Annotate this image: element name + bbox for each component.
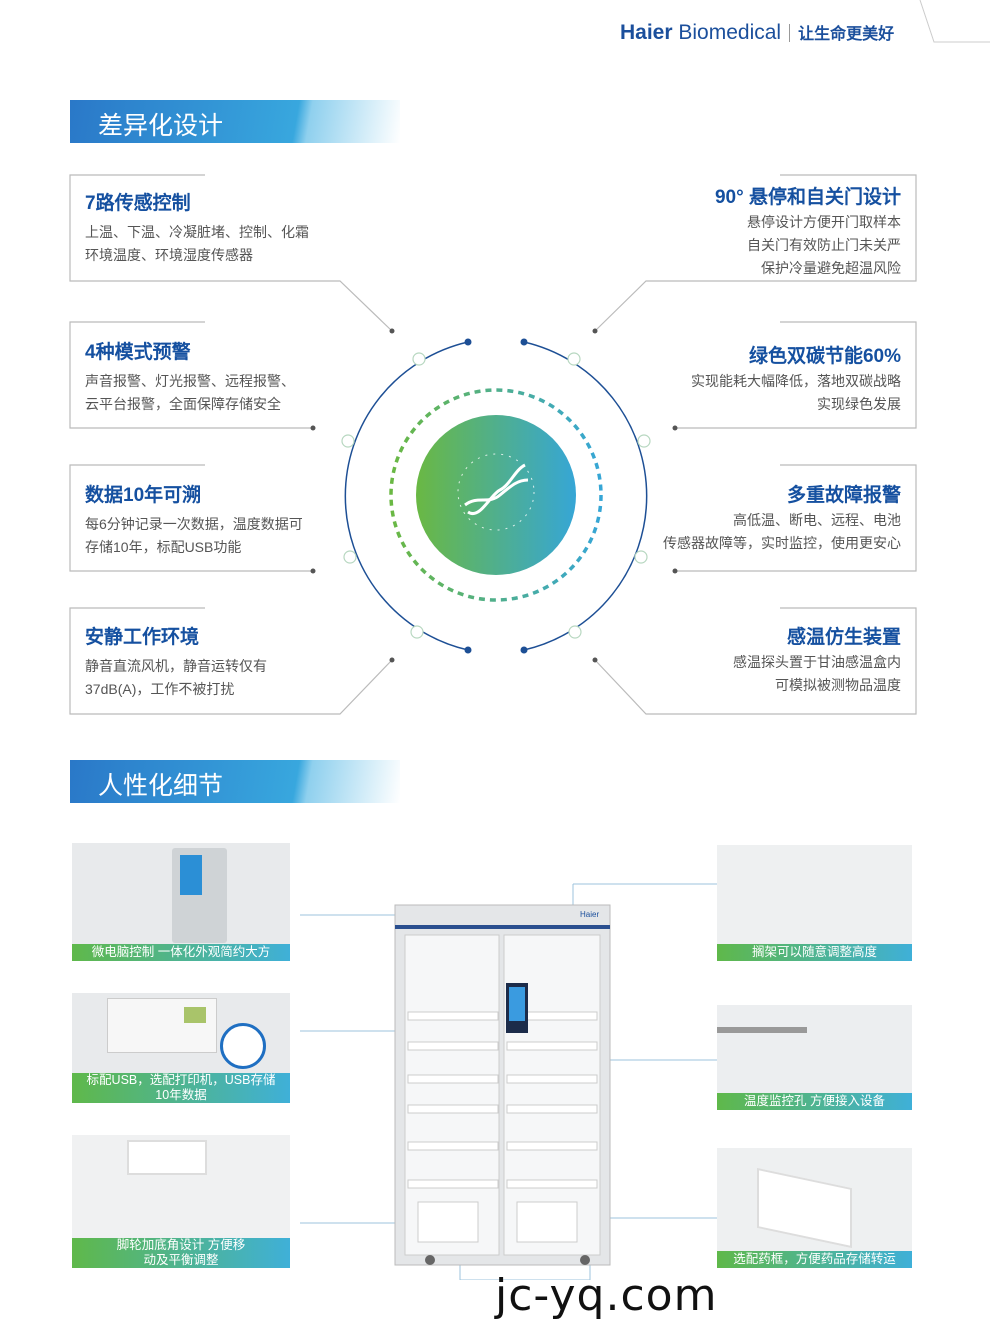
svg-text:Haier: Haier: [580, 910, 599, 919]
feature-card-alarm-modes: 4种模式预警声音报警、灯光报警、远程报警、云平台报警，全面保障存储安全: [85, 342, 295, 412]
feature-card-door: 90° 悬停和自关门设计悬停设计方便开门取样本自关门有效防止门未关严保护冷量避免…: [714, 187, 901, 276]
feature-card-fault-alarm: 多重故障报警高低温、断电、远程、电池传感器故障等，实时监控，使用更安心: [663, 485, 901, 551]
detail-panel-basket: 选配药框，方便药品存储转运: [717, 1148, 912, 1268]
corner-decoration: [919, 0, 990, 43]
feature-connectors: [69, 174, 917, 715]
detail-panel-monitor-hole: 温度监控孔 方便接入设备: [717, 1005, 912, 1110]
feature-card-probe: 感温仿生装置感温探头置于甘油感温盒内可模拟被测物品温度: [733, 627, 901, 693]
detail-panel-usb: 标配USB，选配打印机，USB存储 10年数据: [72, 993, 290, 1103]
dna-icon: [457, 453, 535, 531]
detail-panel-controller: 微电脑控制 一体化外观简约大方: [72, 843, 290, 961]
feature-card-energy: 绿色双碳节能60%实现能耗大幅降低，落地双碳战略实现绿色发展: [691, 346, 901, 412]
usb-icon: [220, 1023, 266, 1069]
section-header-design: 差异化设计: [70, 100, 400, 143]
section-header-details: 人性化细节: [70, 760, 400, 803]
slogan: 让生命更美好: [798, 26, 895, 43]
product-fridge: Haier: [300, 883, 717, 1280]
feature-card-sensors: 7路传感控制上温、下温、冷凝脏堵、控制、化霜环境温度、环境湿度传感器: [85, 193, 309, 263]
detail-panel-shelves: 搁架可以随意调整高度: [717, 845, 912, 961]
feature-card-data: 数据10年可溯每6分钟记录一次数据，温度数据可存储10年，标配USB功能: [85, 485, 303, 555]
detail-panel-casters: 脚轮加底角设计 方便移动及平衡调整: [72, 1135, 290, 1268]
watermark: jc-yq.com: [495, 1270, 718, 1321]
